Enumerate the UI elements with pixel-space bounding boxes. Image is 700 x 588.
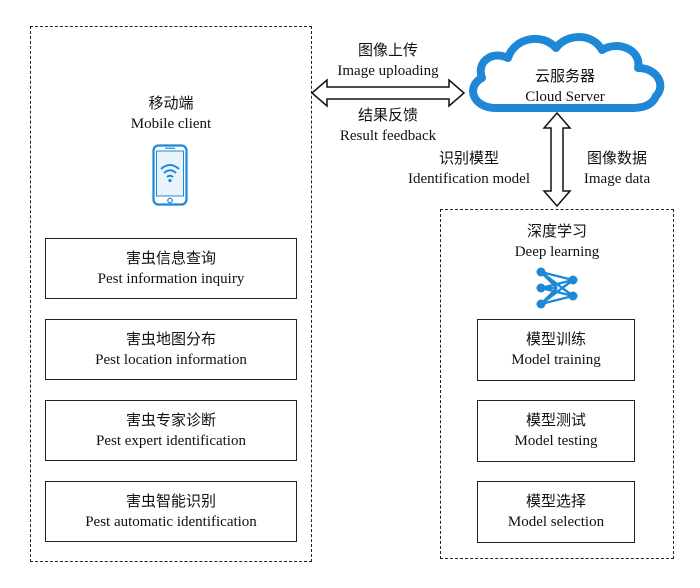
- step-label-cn: 模型选择: [525, 494, 586, 510]
- data-label-cn: 图像数据: [586, 151, 647, 167]
- deep-learning-title-cn: 深度学习: [526, 224, 587, 240]
- deep-learning-title: 深度学习 Deep learning: [440, 222, 674, 262]
- feature-label-en: Pest information inquiry: [97, 270, 245, 287]
- step-model-testing: 模型测试 Model testing: [477, 400, 635, 462]
- feature-label-cn: 害虫专家诊断: [125, 412, 216, 429]
- neural-network-icon: [536, 267, 578, 309]
- model-data-arrow: [542, 111, 572, 208]
- deep-learning-title-en: Deep learning: [514, 244, 600, 260]
- data-label-en: Image data: [583, 171, 651, 187]
- smartphone-wifi-icon: [152, 144, 188, 206]
- feature-pest-info-inquiry: 害虫信息查询 Pest information inquiry: [45, 238, 297, 299]
- feature-label-cn: 害虫信息查询: [125, 250, 216, 267]
- feature-label-cn: 害虫地图分布: [125, 331, 216, 348]
- upload-feedback-arrow: [310, 78, 466, 108]
- step-label-cn: 模型测试: [525, 413, 586, 429]
- model-label-en: Identification model: [407, 171, 531, 187]
- feature-label-en: Pest location information: [95, 351, 247, 368]
- feedback-label-en: Result feedback: [339, 128, 437, 144]
- cloud-server-label: 云服务器 Cloud Server: [490, 67, 640, 107]
- model-label-cn: 识别模型: [438, 151, 499, 167]
- cloud-label-cn: 云服务器: [534, 69, 595, 85]
- step-label-en: Model testing: [514, 433, 598, 449]
- feature-pest-expert: 害虫专家诊断 Pest expert identification: [45, 400, 297, 461]
- deep-learning-panel: [440, 209, 674, 559]
- image-upload-label: 图像上传 Image uploading: [318, 41, 458, 81]
- step-model-selection: 模型选择 Model selection: [477, 481, 635, 543]
- upload-label-cn: 图像上传: [357, 43, 418, 59]
- cloud-icon: [469, 33, 665, 112]
- cloud-label-en: Cloud Server: [525, 89, 605, 105]
- upload-label-en: Image uploading: [337, 63, 439, 79]
- feedback-label-cn: 结果反馈: [357, 108, 418, 124]
- step-label-en: Model training: [511, 352, 601, 368]
- feature-label-cn: 害虫智能识别: [125, 493, 216, 510]
- mobile-client-title-en: Mobile client: [130, 116, 212, 132]
- image-data-label: 图像数据 Image data: [570, 149, 664, 189]
- feature-label-en: Pest expert identification: [96, 432, 246, 449]
- mobile-client-panel: [30, 26, 312, 562]
- step-model-training: 模型训练 Model training: [477, 319, 635, 381]
- feature-pest-automatic: 害虫智能识别 Pest automatic identification: [45, 481, 297, 542]
- feature-pest-location: 害虫地图分布 Pest location information: [45, 319, 297, 380]
- mobile-client-title: 移动端 Mobile client: [30, 94, 312, 134]
- identification-model-label: 识别模型 Identification model: [396, 149, 542, 189]
- feature-label-en: Pest automatic identification: [85, 513, 257, 530]
- result-feedback-label: 结果反馈 Result feedback: [318, 106, 458, 146]
- step-label-cn: 模型训练: [525, 332, 586, 348]
- mobile-client-title-cn: 移动端: [148, 96, 194, 112]
- step-label-en: Model selection: [507, 514, 605, 530]
